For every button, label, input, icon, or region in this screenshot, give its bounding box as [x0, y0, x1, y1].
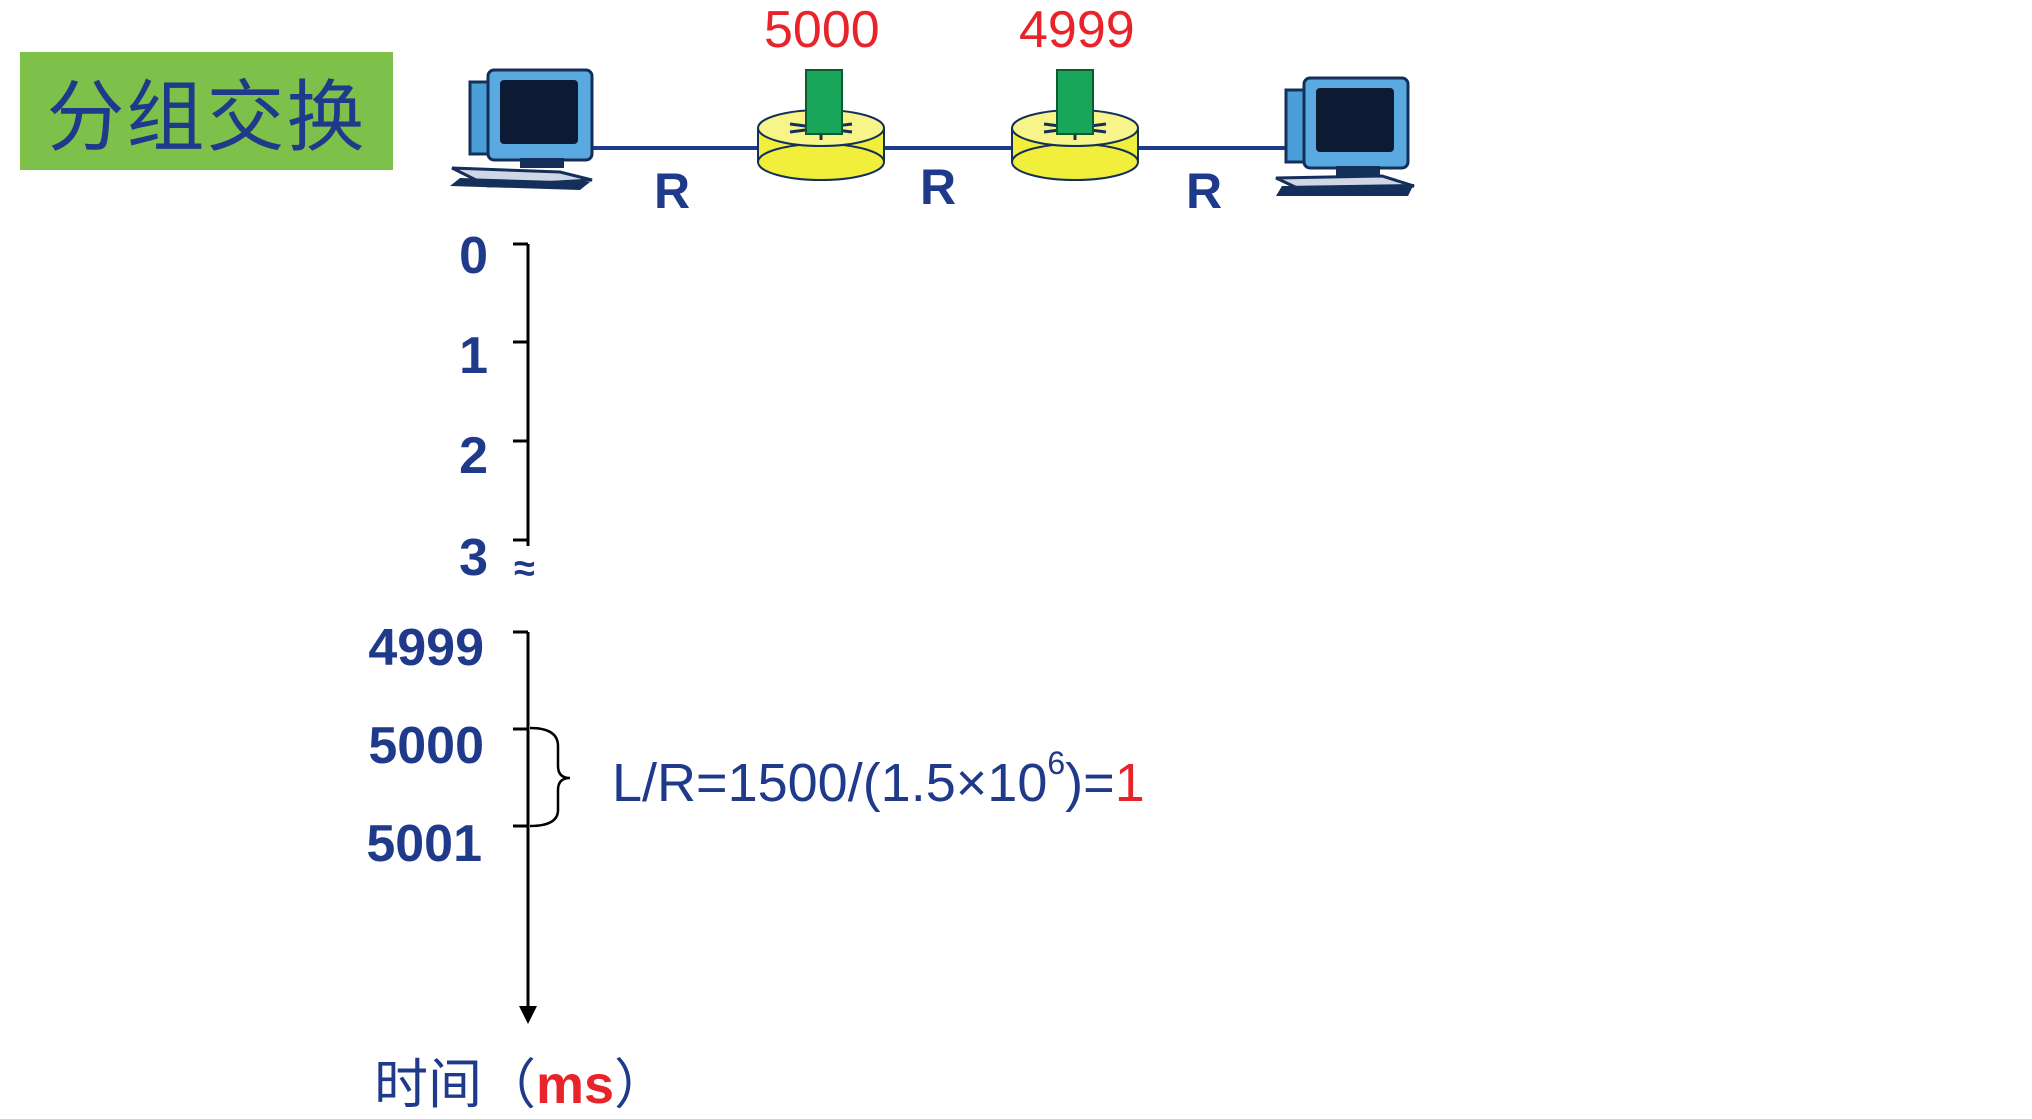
axis-break: ≈	[514, 548, 535, 590]
title-banner: 分组交换	[20, 52, 393, 170]
tick-label: 0	[459, 227, 488, 285]
tick-label: 2	[459, 427, 488, 485]
computer-icon	[450, 68, 594, 190]
link-rate-label: R	[654, 163, 691, 219]
router1-packet-label: 5000	[764, 1, 880, 59]
link-rate-label: R	[920, 159, 957, 215]
page-title: 分组交换	[46, 73, 367, 163]
caption-unit: ms	[536, 1055, 615, 1115]
tick-label: 3	[459, 529, 488, 587]
packet-icon	[805, 69, 843, 135]
computer-icon	[1275, 76, 1415, 196]
tick-label: 5001	[366, 815, 482, 873]
brace	[529, 726, 571, 828]
time-axis	[513, 242, 537, 1024]
tick-label: 5000	[368, 717, 484, 775]
time-axis-caption: 时间（ms）	[374, 1040, 668, 1119]
caption-prefix: 时间（	[374, 1055, 536, 1115]
tick-label: 4999	[368, 619, 484, 677]
caption-suffix: ）	[614, 1055, 669, 1115]
tick-label: 1	[459, 327, 488, 385]
link-rate-label: R	[1186, 163, 1223, 219]
transmission-formula: L/R=1500/(1.5×106)=1	[612, 745, 1145, 814]
formula-close: )=	[1065, 753, 1115, 813]
formula-lhs: L/R=1500/(1.5×10	[612, 753, 1048, 813]
formula-exponent: 6	[1047, 745, 1066, 781]
packet-icon	[1056, 69, 1094, 135]
formula-result: 1	[1114, 753, 1145, 813]
router2-packet-label: 4999	[1019, 1, 1135, 59]
